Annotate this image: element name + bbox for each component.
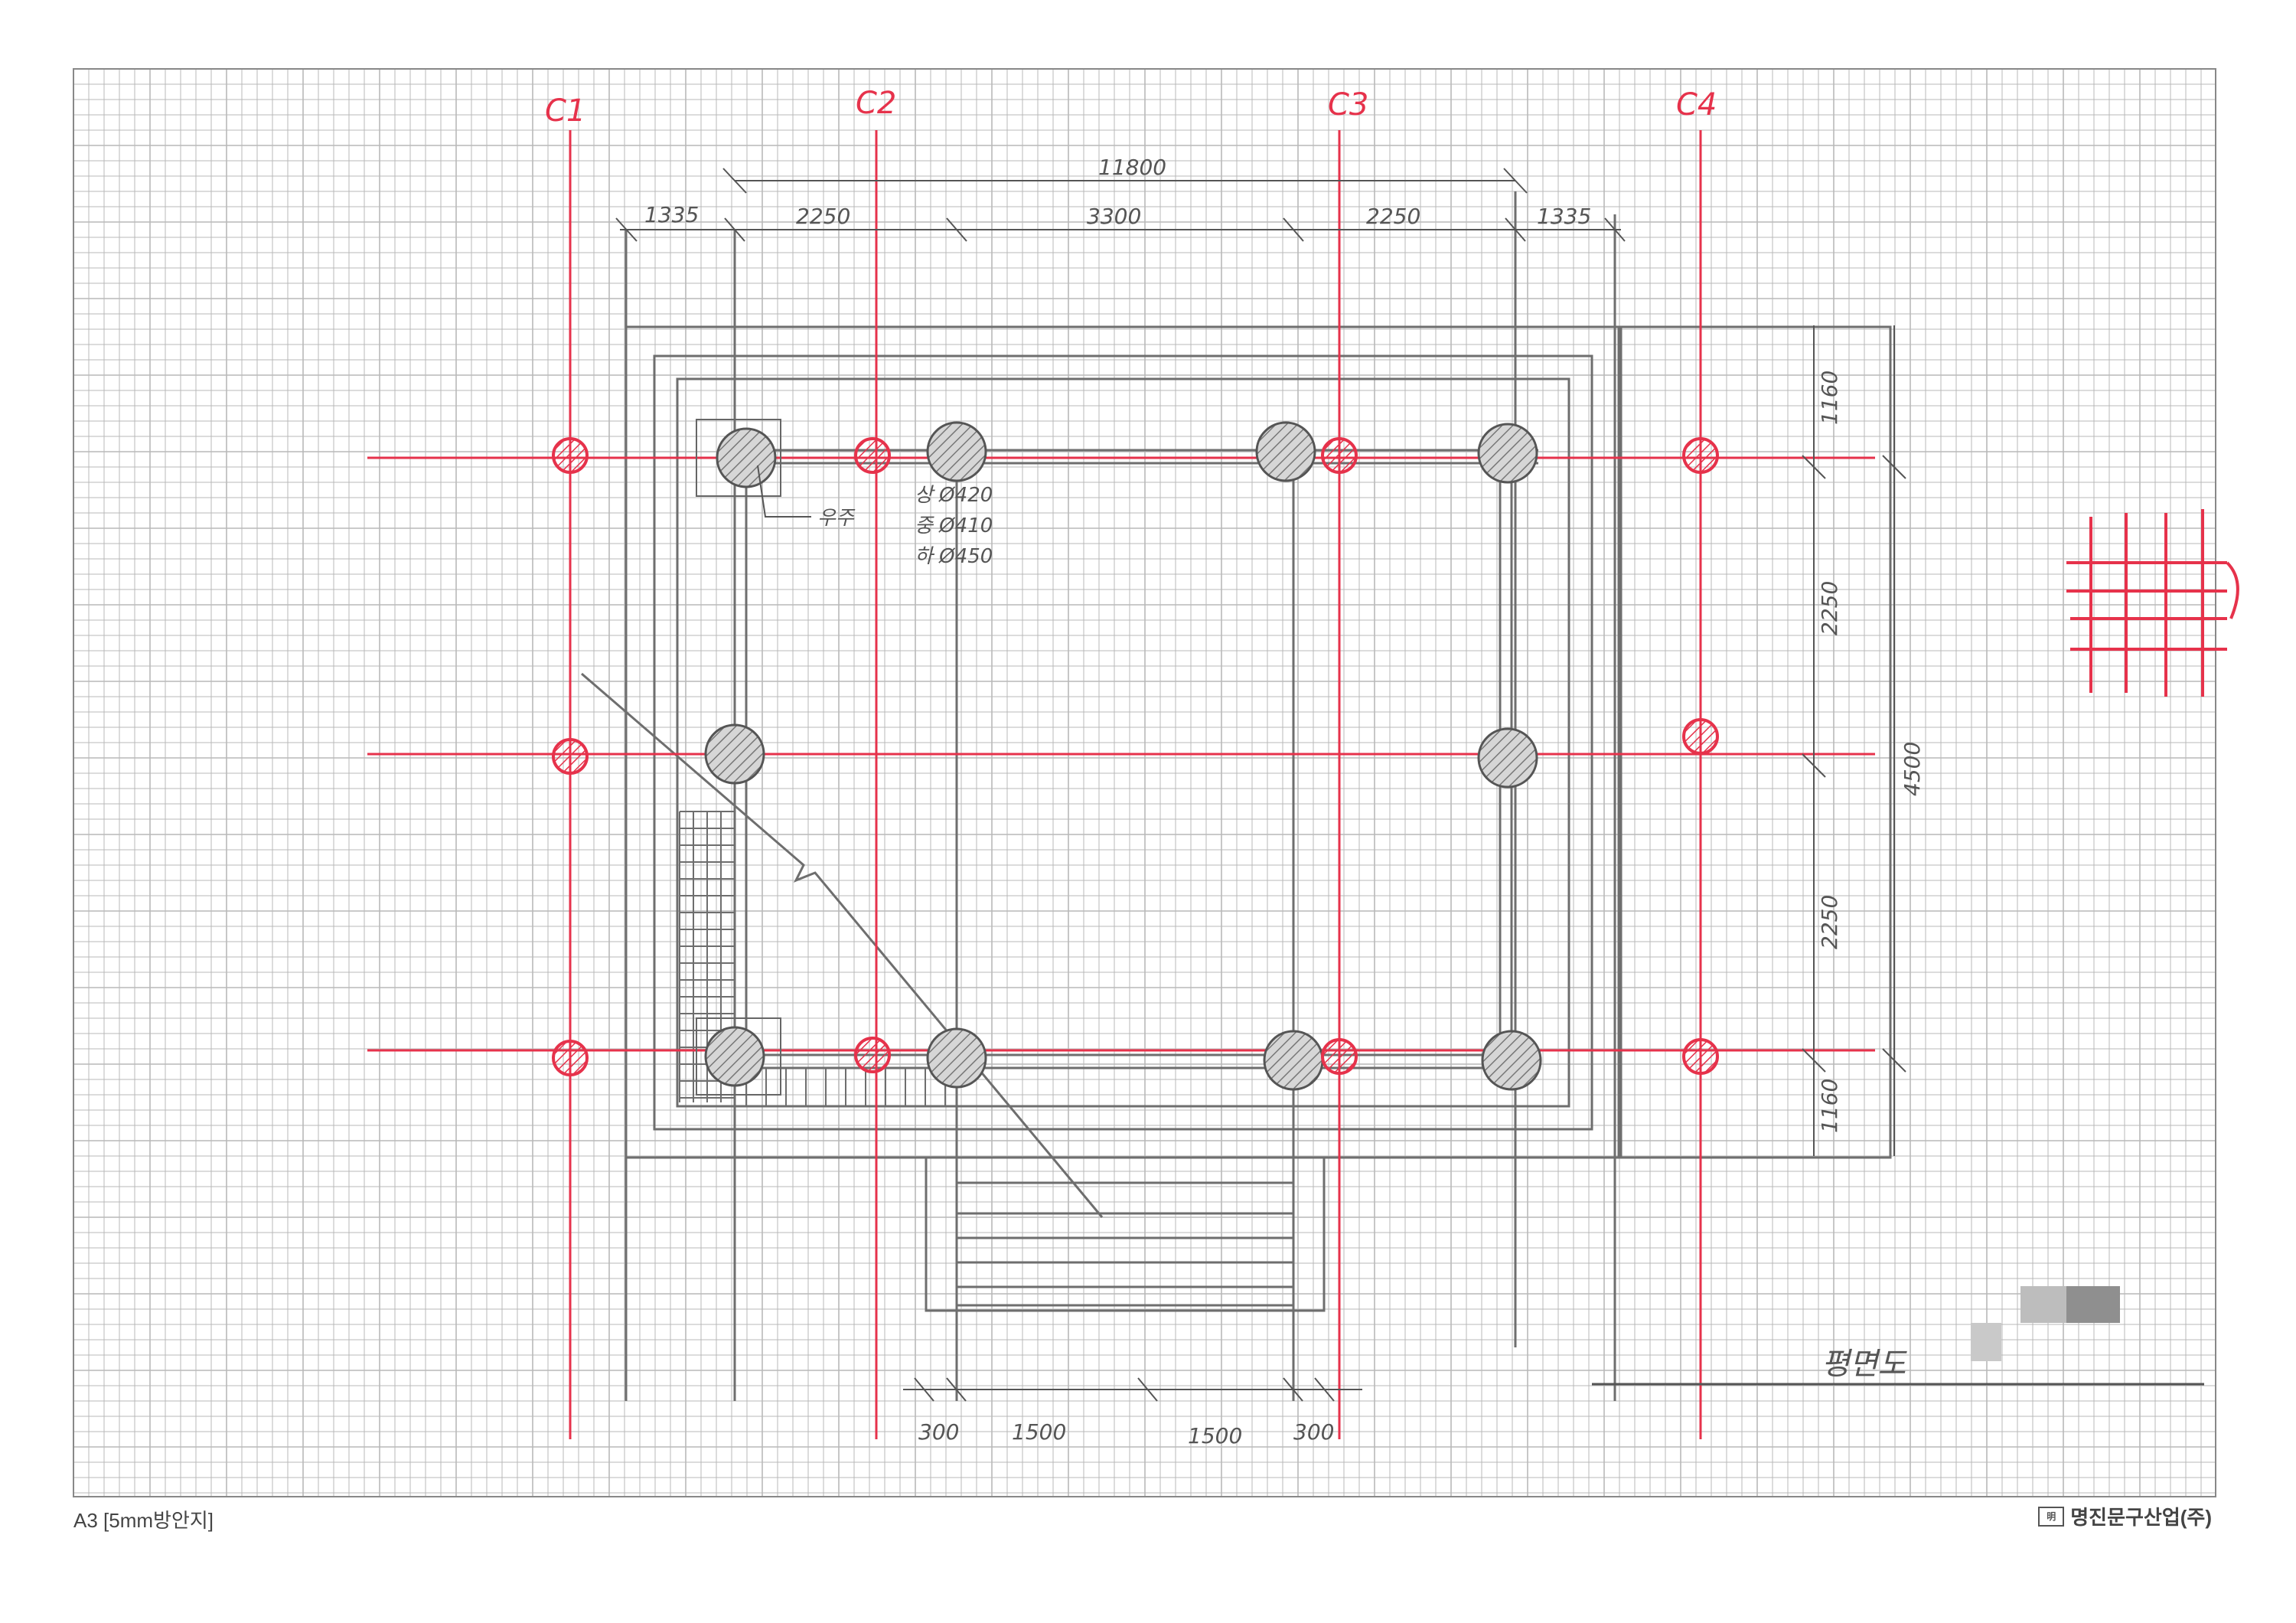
paper-brand-name: 명진문구산업(주) xyxy=(2070,1506,2212,1529)
axis-label-c4: C4 xyxy=(1676,87,1717,122)
brand-logo-icon: 明 xyxy=(2038,1506,2065,1527)
column-note-bottom: 하 Ø450 xyxy=(915,545,993,568)
graph-paper-grid xyxy=(73,68,2216,1497)
dim-right-overall: 4500 xyxy=(1900,742,1925,796)
dim-right-seg-4: 1160 xyxy=(1817,1079,1842,1133)
paper-brand: 明 명진문구산업(주) xyxy=(2038,1502,2212,1530)
red-column-markers xyxy=(552,437,1719,1076)
bottom-dimensions: 300 1500 1500 300 xyxy=(903,1377,1362,1448)
dim-bottom-seg-2: 1500 xyxy=(1012,1419,1066,1445)
dim-right-seg-3: 2250 xyxy=(1817,895,1842,949)
red-key-sketch xyxy=(2066,509,2239,697)
title-block: 평면도 xyxy=(1592,1286,2204,1386)
dim-top-seg-2: 2250 xyxy=(796,204,850,229)
right-dimensions: 1160 2250 2250 1160 4500 xyxy=(1802,325,1925,1156)
dim-bottom-seg-1: 300 xyxy=(918,1419,959,1445)
column-note-middle: 중 Ø410 xyxy=(915,514,993,537)
top-dimensions: 11800 1335 2250 3300 2250 1335 xyxy=(615,155,1626,242)
dim-bottom-seg-3: 1500 xyxy=(1188,1423,1242,1448)
drawing-title: 평면도 xyxy=(1821,1347,1908,1382)
dim-top-seg-5: 1335 xyxy=(1537,204,1591,229)
dim-top-seg-4: 2250 xyxy=(1366,204,1420,229)
column-note-top: 상 Ø420 xyxy=(915,484,993,507)
dim-top-overall: 11800 xyxy=(1098,155,1166,180)
dim-bottom-seg-4: 300 xyxy=(1293,1419,1334,1445)
column-note-leader: 우주 xyxy=(817,507,856,530)
wood-columns xyxy=(696,419,1542,1096)
axis-label-c3: C3 xyxy=(1328,87,1368,122)
red-grid-axes xyxy=(367,130,1875,1439)
axis-label-c2: C2 xyxy=(856,86,896,121)
axis-labels: C1 C2 C3 C4 xyxy=(545,86,1717,129)
dim-top-seg-3: 3300 xyxy=(1087,204,1141,229)
column-note: 우주 상 Ø420 중 Ø410 하 Ø450 xyxy=(757,465,993,568)
dim-right-seg-2: 2250 xyxy=(1817,581,1842,635)
stairs xyxy=(925,1156,1326,1312)
axis-label-c1: C1 xyxy=(545,93,585,129)
paper-label: A3 [5mm방안지] xyxy=(73,1509,214,1532)
dim-top-seg-1: 1335 xyxy=(644,202,699,227)
dim-right-seg-1: 1160 xyxy=(1817,371,1842,425)
